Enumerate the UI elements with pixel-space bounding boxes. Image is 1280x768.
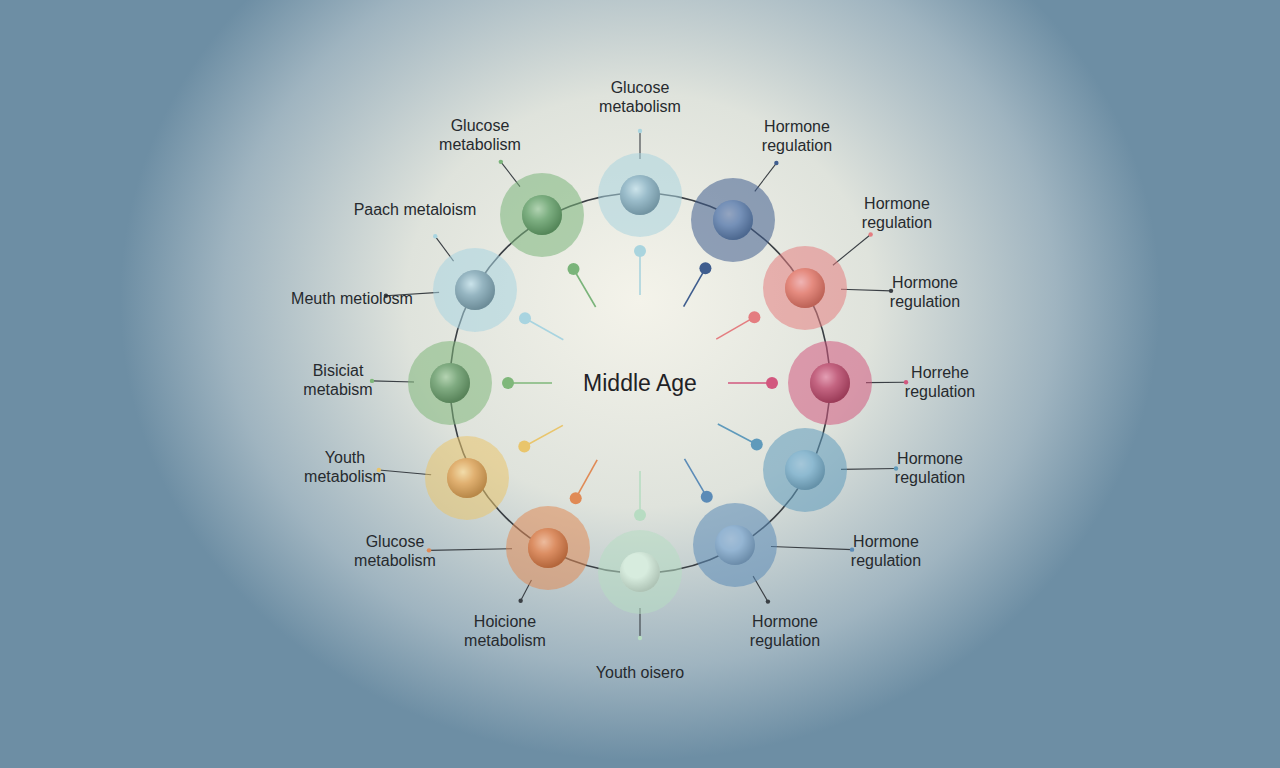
- spoke-dot: [634, 245, 646, 257]
- spoke: [508, 382, 552, 384]
- spoke: [728, 382, 772, 384]
- spoke: [716, 317, 754, 339]
- spoke: [524, 425, 563, 446]
- leader-dot: [427, 548, 431, 552]
- metabolism-circle: Hormone regulation: [763, 246, 847, 330]
- center-title: Middle Age: [583, 370, 697, 397]
- spoke: [639, 251, 641, 295]
- spoke-dot: [570, 492, 582, 504]
- metabolism-circle: Youth metabolism: [425, 436, 509, 520]
- metabolism-circle: Paach metaloism: [433, 248, 517, 332]
- spoke-dot: [634, 509, 646, 521]
- metabolism-circle: Hormone regulation: [763, 428, 847, 512]
- leader-dot: [518, 599, 522, 603]
- node-label: Hormone regulation: [824, 532, 948, 570]
- leader-dot: [638, 129, 642, 133]
- leader-line: [429, 549, 512, 551]
- leader-line: [841, 468, 896, 470]
- metabolism-circle: Glucose metabolism: [506, 506, 590, 590]
- spoke-dot: [518, 441, 530, 453]
- metabolism-circle: Glucose metabolism: [598, 153, 682, 237]
- node-label: Paach metaloism: [353, 200, 477, 219]
- node-label: Hormone regulation: [868, 449, 992, 487]
- spoke: [684, 268, 706, 306]
- node-label: Glucose metabolism: [333, 532, 457, 570]
- node-label: Glucose metabolism: [578, 78, 702, 116]
- metabolism-circle: Glucose metabolism: [500, 173, 584, 257]
- spoke-dot: [748, 311, 760, 323]
- leader-dot: [868, 232, 872, 236]
- leader-dot: [638, 636, 642, 640]
- free-label: Hormone regulation: [863, 273, 987, 311]
- spoke: [573, 269, 595, 307]
- leader-line: [841, 289, 891, 291]
- node-label: Bisiciat metabism: [276, 361, 400, 399]
- leader-line: [379, 470, 431, 475]
- spoke: [685, 459, 707, 497]
- spoke: [718, 424, 757, 445]
- ring: [450, 193, 830, 573]
- free-label: Hoicione metabolism: [443, 612, 567, 650]
- metabolism-circle: Hormone regulation: [693, 503, 777, 587]
- spoke: [639, 471, 641, 515]
- leader-line: [833, 234, 871, 265]
- spoke-dot: [701, 491, 713, 503]
- node-label: Youth metabolism: [283, 448, 407, 486]
- leader-dot: [766, 599, 770, 603]
- metabolism-circle: Youth oisero: [598, 530, 682, 614]
- leader-dot: [499, 160, 503, 164]
- spoke: [576, 460, 597, 498]
- spoke-dot: [751, 439, 763, 451]
- node-label: Youth oisero: [578, 663, 702, 682]
- free-label: Hormone regulation: [723, 612, 847, 650]
- spoke-dot: [502, 377, 514, 389]
- spoke: [525, 318, 563, 340]
- spoke-dot: [699, 262, 711, 274]
- node-label: Horrehe regulation: [878, 363, 1002, 401]
- metabolism-circle: Hormone regulation: [691, 178, 775, 262]
- spoke-dot: [766, 377, 778, 389]
- leader-dot: [774, 161, 778, 165]
- node-label: Glucose metabolism: [418, 116, 542, 154]
- node-label: Hormone regulation: [735, 117, 859, 155]
- node-label: Hormone regulation: [835, 194, 959, 232]
- leader-line: [771, 546, 852, 549]
- spoke-dot: [519, 312, 531, 324]
- metabolism-circle: Horrehe regulation: [788, 341, 872, 425]
- spoke-dot: [567, 263, 579, 275]
- free-label: Meuth metiolosm: [290, 289, 414, 308]
- leader-dot: [433, 234, 437, 238]
- metabolism-circle: Bisiciat metabism: [408, 341, 492, 425]
